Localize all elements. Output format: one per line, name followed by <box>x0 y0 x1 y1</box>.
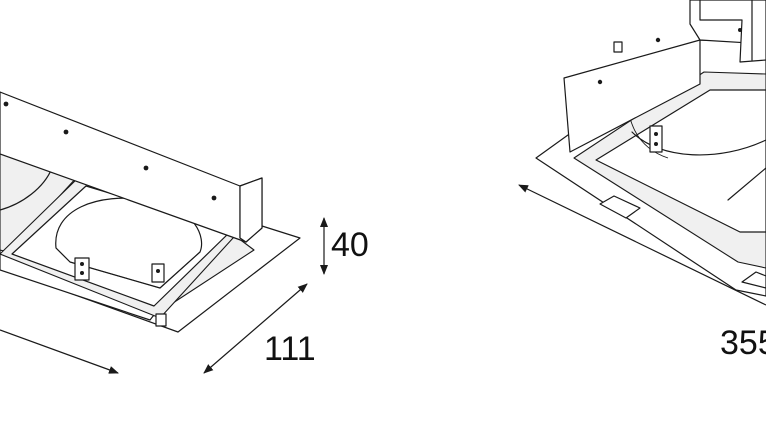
right-screw-hole-2 <box>655 37 661 43</box>
cell-divider <box>727 167 766 201</box>
dimension-height-label: 40 <box>331 226 369 264</box>
dimension-width-label: 355 <box>720 324 766 362</box>
right-spring-clip <box>649 125 663 153</box>
dimension-width: 355 <box>518 184 766 362</box>
mounting-tab-left <box>599 195 641 219</box>
right-fixture-view <box>535 0 766 297</box>
left-fixture-view <box>0 91 301 333</box>
spring-clip-right <box>151 263 165 283</box>
right-reflector-arc <box>631 131 766 156</box>
left-cell-reflector-arc <box>0 167 53 211</box>
dimension-height: 40 <box>320 217 369 275</box>
right-housing-left-wall <box>563 39 701 153</box>
side-wall-endcap <box>239 177 263 243</box>
dimension-depth-label: 111 <box>264 330 316 368</box>
right-opening <box>595 89 766 233</box>
dimension-depth: 111 <box>203 283 316 374</box>
screw-hole-4 <box>211 195 217 201</box>
mounting-tab-right <box>741 271 766 289</box>
top-bracket <box>613 41 623 53</box>
screw-hole-2 <box>63 129 69 135</box>
front-bracket <box>155 313 167 327</box>
driver-box <box>699 0 766 63</box>
right-reflector-rim <box>629 117 669 159</box>
spring-clip-left <box>74 257 90 281</box>
screw-hole-1 <box>3 101 9 107</box>
reflector-rim <box>55 247 201 289</box>
dimension-width-partial-left <box>0 329 119 374</box>
driver-screw <box>738 28 742 32</box>
screw-hole-3 <box>143 165 149 171</box>
right-screw-hole-1 <box>597 79 603 85</box>
